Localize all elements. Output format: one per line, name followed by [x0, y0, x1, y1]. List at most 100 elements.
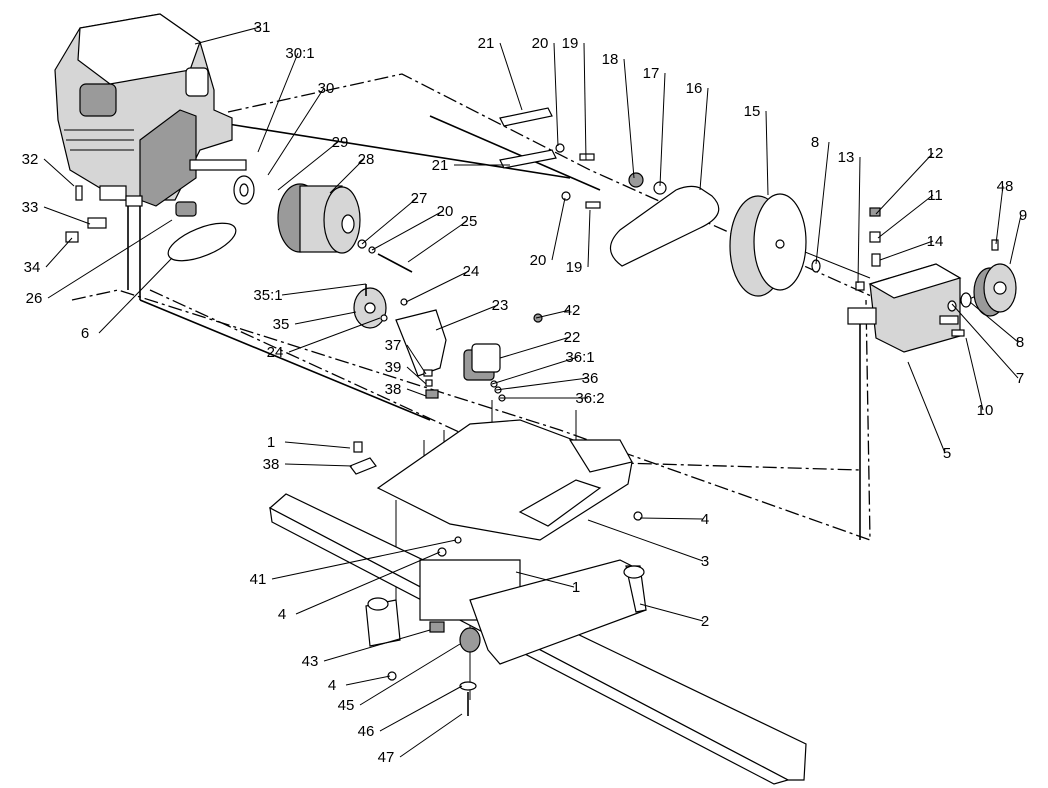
callout-label: 38 [385, 381, 402, 398]
callout-leader-48 [284, 463, 353, 467]
clamp-38-upper [425, 389, 439, 399]
fitting-12 [869, 207, 881, 217]
electric-clutch [947, 239, 1017, 317]
callout-leader-19 [623, 58, 635, 179]
callout-label: 19 [562, 35, 579, 52]
callout-leader-1 [257, 52, 299, 153]
callout-leader-39 [535, 309, 571, 319]
callout-label: 20 [437, 203, 454, 220]
gearbox [847, 263, 965, 353]
callout-label: 33 [22, 199, 39, 216]
callout-leader-54 [639, 603, 704, 622]
callout-label: 21 [432, 157, 449, 174]
frame-left-mount-eye [367, 597, 389, 611]
part-37 [423, 369, 433, 377]
washer-20-upper [555, 143, 565, 153]
callout-label: 9 [1019, 207, 1027, 224]
hub-30-inner [239, 183, 249, 197]
callout-label: 20 [530, 252, 547, 269]
callout-label: 11 [927, 187, 943, 204]
phantom-line-engine-to-gearbox [227, 73, 881, 301]
phantom-line-engine-lower [71, 289, 871, 541]
callout-leader-32 [965, 337, 984, 411]
callout-label: 29 [332, 134, 349, 151]
solid-line-engine-shaft-upper [227, 123, 571, 179]
callout-label: 16 [686, 80, 703, 97]
callout-label: 46 [358, 723, 375, 740]
callout-leader-33 [907, 361, 946, 454]
callout-label: 4 [278, 606, 286, 623]
pulley-35-hub [364, 302, 376, 314]
nut-4-right [633, 511, 643, 521]
callout-leader-50 [587, 519, 704, 562]
large-pulley [729, 193, 807, 297]
callout-leader-47 [284, 441, 351, 449]
callout-leader-6 [371, 210, 444, 251]
callout-leader-8 [43, 158, 75, 187]
belt-6 [167, 222, 237, 262]
engine [54, 13, 247, 207]
gearbox-mount-foot [847, 307, 877, 325]
callout-leader-29 [1009, 214, 1022, 265]
pulley-hub [233, 175, 255, 205]
callout-leader-37 [288, 317, 381, 353]
callout-label: 42 [564, 302, 581, 319]
callout-leader-58 [379, 685, 463, 732]
callout-label: 12 [927, 145, 944, 162]
spacer-33 [87, 217, 107, 229]
callout-leader-20 [659, 72, 666, 187]
hardware-37-39-38 [423, 369, 439, 399]
engine-air-intake [79, 83, 117, 117]
bolt-19-upper [579, 153, 595, 161]
callout-label: 35 [273, 316, 290, 333]
callout-label: 5 [943, 445, 951, 462]
belt-16 [609, 185, 720, 267]
callout-leader-7 [407, 220, 468, 263]
callout-label: 26 [26, 290, 43, 307]
gearbox-top [868, 263, 962, 299]
solid-line-left-horizontal [139, 299, 431, 421]
solid-line-engine-shaft [429, 115, 601, 191]
callout-label: 45 [338, 697, 355, 714]
idler-bracket-23 [395, 309, 447, 377]
callout-leader-3 [277, 141, 339, 191]
callout-label: 32 [22, 151, 39, 168]
callout-label: 41 [250, 571, 267, 588]
callout-leader-57 [359, 643, 461, 706]
frame-hook-eye [623, 565, 645, 579]
bolt-48 [991, 239, 999, 251]
callout-label: 38 [263, 456, 280, 473]
callout-label: 14 [927, 233, 944, 250]
callout-leader-11 [47, 219, 173, 299]
callout-label: 7 [1016, 370, 1024, 387]
fitting-26 [175, 201, 197, 217]
engine-shaft [189, 159, 247, 171]
callout-leader-5 [361, 197, 418, 245]
callout-label: 4 [701, 511, 709, 528]
callout-leader-31 [951, 303, 1019, 379]
callout-label: 18 [602, 51, 619, 68]
callout-label: 36:2 [575, 390, 604, 407]
frame [268, 493, 807, 785]
callout-label: 15 [744, 103, 761, 120]
bolt-19-lower [585, 201, 601, 209]
callout-leader-53 [295, 551, 441, 615]
callout-label: 34 [24, 259, 41, 276]
engine-mount-block [99, 185, 127, 201]
callout-label: 24 [463, 263, 480, 280]
callout-leader-22 [765, 110, 769, 196]
washer-20-lower [561, 191, 571, 201]
pulley-fasteners [357, 239, 413, 273]
bolt-32 [75, 185, 83, 201]
callout-leader-45 [406, 366, 427, 385]
callout-leader-24 [857, 156, 861, 284]
deck-plate [376, 419, 643, 541]
callout-leader-44 [406, 344, 427, 375]
gearbox-output-shaft [939, 315, 959, 325]
callout-leader-26 [877, 194, 934, 239]
callout-label: 4 [328, 677, 336, 694]
callout-leader-41 [491, 356, 579, 385]
bracket-43 [429, 621, 445, 633]
deck-channel [568, 439, 633, 473]
callout-label: 1 [267, 434, 275, 451]
